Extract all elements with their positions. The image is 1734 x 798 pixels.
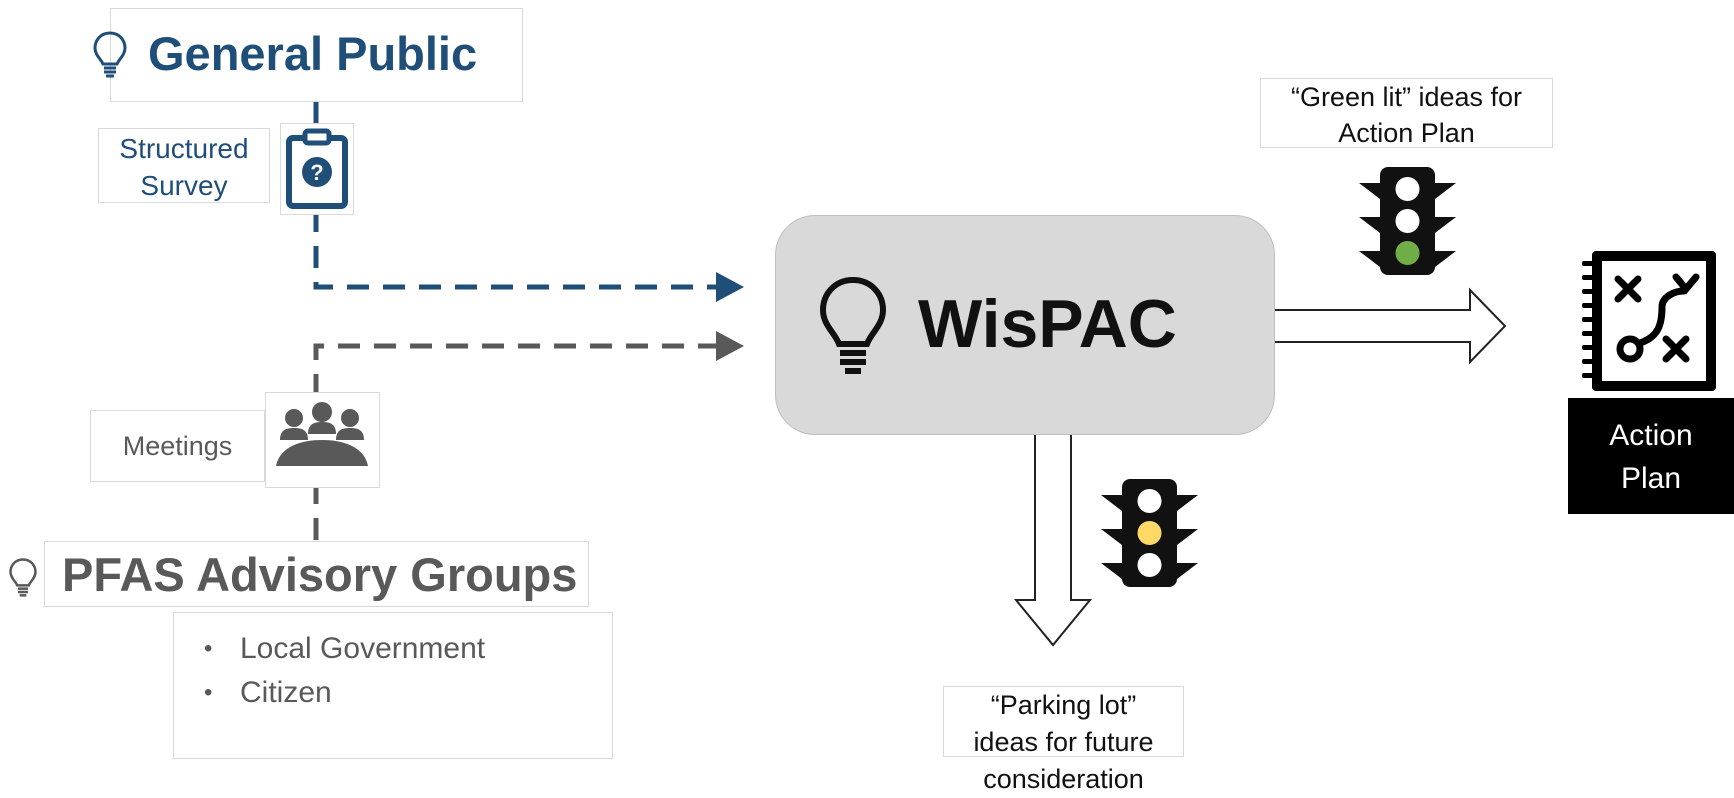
clipboard-question-icon: ? — [286, 128, 348, 209]
lightbulb-icon — [819, 276, 887, 374]
pfas-title: PFAS Advisory Groups — [62, 548, 578, 601]
meeting-group-icon — [276, 402, 368, 466]
parking-lot-line1: “Parking lot” — [990, 690, 1137, 720]
pfas-groups-list: Local Government Citizen — [174, 613, 612, 715]
general-public-title: General Public — [148, 27, 478, 80]
green-lit-line2: Action Plan — [1338, 118, 1475, 148]
parking-arrow — [1013, 397, 1093, 647]
parking-lot-line3: consideration — [983, 764, 1144, 794]
yellow-light — [1137, 521, 1162, 545]
general-public-arrowhead — [716, 272, 744, 302]
list-item: Local Government — [204, 627, 612, 671]
list-item: Citizen — [204, 671, 612, 715]
survey-label-box: Structured Survey — [98, 128, 270, 203]
lightbulb-icon — [93, 31, 127, 78]
wispac-box — [775, 215, 1275, 435]
survey-label-line1: Structured — [119, 133, 249, 164]
meetings-label-box: Meetings — [90, 410, 265, 482]
general-public-box — [110, 8, 523, 102]
lightbulb-icon — [9, 558, 37, 597]
survey-label-line2: Survey — [140, 170, 228, 201]
traffic-light-yellow-icon — [1101, 479, 1198, 587]
general-public-connector — [313, 102, 720, 290]
parking-lot-line2: ideas for future — [973, 727, 1154, 757]
pfas-arrowhead — [716, 331, 744, 361]
pfas-connector — [313, 343, 720, 540]
svg-text:?: ? — [310, 160, 323, 185]
parking-lot-label-box: “Parking lot” ideas for future considera… — [943, 686, 1184, 794]
traffic-light-green-icon — [1359, 167, 1456, 275]
pfas-title-box — [44, 541, 589, 607]
green-lit-label-box: “Green lit” ideas for Action Plan — [1260, 78, 1553, 148]
green-light — [1395, 241, 1420, 265]
action-plan-box: Action Plan — [1568, 398, 1734, 514]
action-plan-line2: Plan — [1620, 462, 1682, 495]
pfas-groups-box: Local Government Citizen — [173, 612, 613, 759]
action-plan-line1: Action — [1609, 419, 1693, 452]
green-lit-line1: “Green lit” ideas for — [1290, 82, 1523, 112]
meetings-label: Meetings — [122, 431, 233, 461]
wispac-title: WisPAC — [918, 286, 1177, 362]
strategy-board-icon — [1582, 251, 1716, 391]
